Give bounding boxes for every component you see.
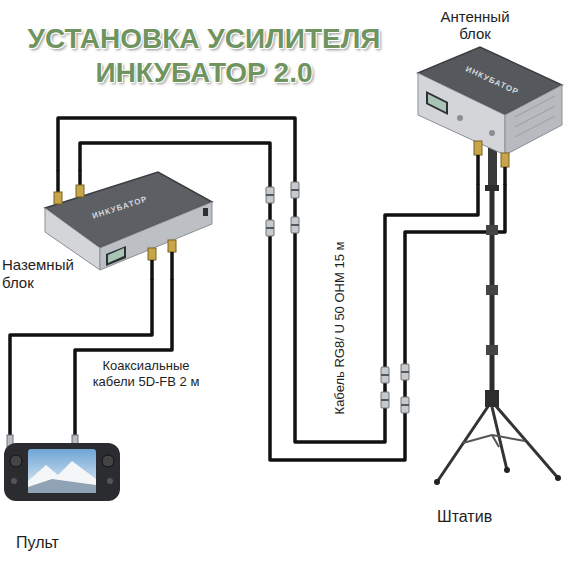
text-slot: Штатив [437,507,547,527]
cable-end [78,170,82,185]
remote-screen [28,449,96,493]
tripod-plate [485,185,499,191]
tripod-strut [463,435,492,443]
inline-connector [381,367,389,383]
joystick [102,455,114,467]
tripod-foot [504,467,510,473]
connector-band [266,194,274,196]
remote-button [11,478,17,484]
text-slot: Антенный блок [430,8,520,42]
tripod-foot [555,475,561,481]
unit-label: Наземный блок [2,256,82,292]
connector-band [401,371,409,373]
connector-band [266,227,274,229]
text-slot: Кабель RG8/ U 50 OHM 15 м [332,228,348,428]
panel-port [489,130,495,136]
unit-label: Антенный блок [430,8,520,42]
rf-connector [168,240,176,252]
display-screen [428,94,446,112]
illustration-part [425,185,565,540]
text-slot: Пульт [16,533,106,553]
title-slot: УСТАНОВКА УСИЛИТЕЛЯ ИНКУБАТОР 2.0 [2,22,406,90]
display-screen [108,248,124,263]
pole-clamp [486,345,498,355]
pole-clamp [486,225,498,235]
joystick [10,455,22,467]
heatsink-line [515,96,555,117]
cable-end [150,260,154,280]
screen-mountains [28,461,96,493]
inline-connector [266,220,274,236]
tripod-leg [437,405,489,482]
cable-end [56,170,60,192]
coax-cable [75,280,172,435]
tripod-stand: Штатив [425,185,565,540]
heatsink-line [515,116,555,137]
unit-label: Пульт [16,533,106,553]
diagram-title: УСТАНОВКА УСИЛИТЕЛЯ ИНКУБАТОР 2.0 [2,22,406,90]
rf-connector [76,185,84,197]
tripod-foot [434,479,440,485]
rf-connector [148,248,156,260]
pole-clamp [486,285,498,295]
inline-connector [381,392,389,408]
cable-label: Коаксиальные кабели 5D-FB 2 м [86,358,206,390]
remote-button [107,478,113,484]
tripod-leg [495,405,558,478]
unit-label: Штатив [437,507,547,527]
text-slot: Наземный блок [2,256,82,292]
inline-connector [401,397,409,413]
inline-connector [291,217,299,233]
side-switch [203,208,208,216]
text-slot: Коаксиальные кабели 5D-FB 2 м [86,358,206,390]
illustration-part [410,45,565,185]
inline-connector [291,182,299,198]
coax-cable [58,118,478,442]
heatsink-line [515,106,555,127]
tripod-leg [492,407,507,470]
connector-band [291,189,299,191]
display-frame [426,91,448,115]
ground-unit: Наземный блокИНКУБАТОР [40,170,215,280]
antenna-unit: Антенный блокИНКУБАТОР [410,45,565,185]
screen-ground [28,479,96,493]
cable-end [170,252,174,280]
cable-end [503,167,507,185]
inline-connector [401,364,409,380]
rf-connector [501,153,509,167]
tripod-hub [485,390,499,407]
coax-cable [10,280,152,435]
connector-band [381,374,389,376]
illustration-part [2,435,122,505]
rf-connector [54,192,62,204]
inline-connector [266,187,274,203]
tripod-strut [492,435,499,447]
connector-band [381,399,389,401]
panel-port [457,115,463,121]
rf-connector [474,141,482,155]
cable-end [476,155,480,185]
connector-band [401,404,409,406]
cable-label: Кабель RG8/ U 50 OHM 15 м [332,228,348,428]
connector-band [291,224,299,226]
remote-controller: Пульт [2,435,122,505]
remote-body [4,443,120,501]
display-frame [106,246,126,266]
tripod-strut [492,435,525,441]
